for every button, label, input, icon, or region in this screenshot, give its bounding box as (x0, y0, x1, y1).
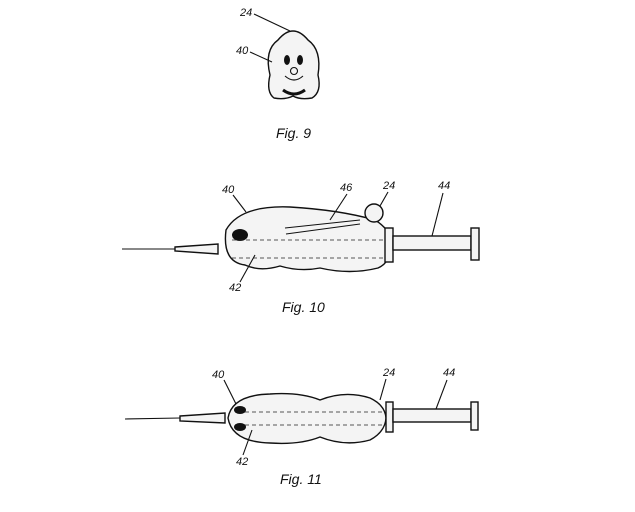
needle (124, 417, 181, 420)
label-46: 46 (340, 182, 353, 194)
ball-24 (364, 203, 384, 223)
needle-hub (174, 243, 219, 255)
label-24: 24 (382, 180, 395, 192)
figure-11: 40 24 44 42 Fig. 11 (124, 367, 479, 487)
syringe-flange (384, 227, 394, 263)
syringe-barrel (392, 408, 472, 423)
label-44: 44 (443, 367, 455, 379)
label-40: 40 (222, 184, 235, 196)
figure-caption: Fig. 10 (282, 299, 325, 315)
figure-10: 40 46 24 44 42 Fig. 10 (122, 180, 480, 315)
label-24: 24 (239, 7, 252, 19)
syringe-flange (385, 401, 394, 433)
label-42: 42 (229, 282, 241, 294)
label-42: 42 (236, 456, 248, 468)
figure-9: 24 40 Fig. 9 (236, 7, 320, 141)
label-40: 40 (236, 45, 249, 57)
needle-hub (179, 412, 226, 424)
figure-caption: Fig. 11 (280, 471, 322, 487)
label-24: 24 (382, 367, 395, 379)
plunger-end (470, 227, 480, 261)
toy-body (227, 392, 387, 445)
figure-caption: Fig. 9 (276, 125, 311, 141)
plunger-end (470, 401, 479, 431)
toy-head-front-view (267, 30, 320, 100)
toy-body (224, 206, 393, 273)
label-40: 40 (212, 369, 225, 381)
syringe-barrel (392, 235, 472, 251)
label-44: 44 (438, 180, 450, 192)
